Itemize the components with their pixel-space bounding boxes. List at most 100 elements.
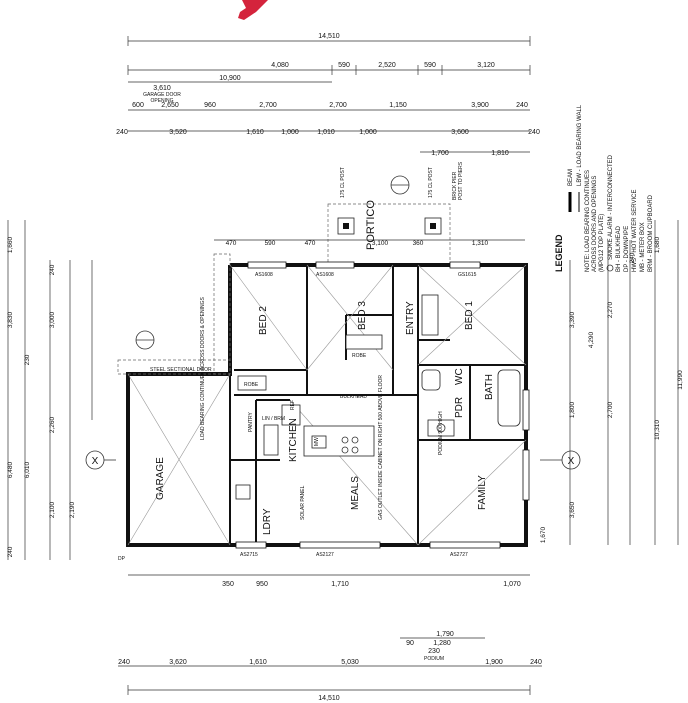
room-bath: BATH	[484, 374, 495, 400]
portico-label: PORTICO	[365, 200, 377, 250]
dim-podium-4: 230	[428, 648, 440, 655]
note-ref: REF	[290, 400, 296, 410]
dim-port-4: 360	[413, 240, 424, 247]
pdr-vanity	[427, 419, 455, 437]
dim-left-outer-0: 1,660	[7, 236, 14, 253]
dim-port-5: 1,310	[472, 240, 489, 247]
note-dp: DP	[118, 556, 126, 562]
room-meals: MEALS	[350, 476, 361, 510]
note-podium: PODIUM 900 HIGH	[438, 411, 444, 455]
left-dimensions: 6,480 1,660 3,830 6,010 240 240 3,000 23…	[7, 220, 93, 560]
section-markers: X X	[85, 330, 581, 470]
dim-bot-small-1: 950	[256, 581, 268, 588]
plan-notes: LOAD BEARING CONTINUES ACROSS DOORS & OP…	[118, 272, 477, 562]
door-tag-6: AS2715	[240, 552, 258, 558]
note-mw: MW	[314, 437, 320, 446]
dim-bot-3: 1,610	[249, 659, 267, 666]
bed2-robe	[237, 375, 267, 391]
dim-r4-5: 1,000	[281, 129, 299, 136]
legend-item-0: BEAM	[568, 169, 574, 186]
legend-item-2: NOTE: LOAD BEARING CONTINUES	[585, 170, 591, 272]
door-tag-0: AS2727	[450, 552, 468, 558]
dim-r4-0: 240	[116, 129, 128, 136]
dim-r4-7: 1,010	[317, 129, 335, 136]
section-x-left: X	[92, 456, 99, 467]
dim-r5-0: 1,700	[431, 150, 449, 157]
dim-r3-3: 2,700	[259, 102, 277, 109]
dim-bottom-total: 14,510	[318, 695, 340, 702]
fixtures	[235, 294, 521, 500]
dim-r3-0: 600	[132, 102, 144, 109]
sectional-door-header	[117, 359, 231, 375]
dim-r3-1: 2,650	[161, 102, 179, 109]
legend: LEGEND BEAM LBW - LOAD BEARING WALL NOTE…	[554, 104, 654, 272]
legend-item-1: LBW - LOAD BEARING WALL	[577, 104, 583, 186]
garage-door-label: GARAGE DOOR	[143, 92, 181, 98]
dim-podium-2: 1,280	[433, 640, 451, 647]
dim-top-row2-total: 10,900	[219, 75, 241, 82]
dim-r3-9: 3,900	[471, 102, 489, 109]
bath-tub	[497, 369, 521, 427]
dim-port-3: 3,100	[372, 240, 389, 247]
portico-post-note-4: POST TO PIERS	[458, 161, 464, 200]
dim-right-inner-5: 2,700	[607, 401, 614, 418]
dim-right-inner-7: 3,650	[569, 501, 576, 518]
note-robe-small: ROBE	[352, 353, 367, 359]
room-labels: BED 2 BED 3 ENTRY BED 1 KITCHEN GARAGE M…	[155, 301, 495, 535]
garage-door-dim: 3,610	[153, 85, 171, 92]
legend-item-7: DP - DOWNPIPE	[624, 226, 630, 272]
legend-item-4: (MPG12 TOP PLATE)	[599, 214, 605, 272]
room-kitchen: KITCHEN	[288, 418, 299, 462]
legend-item-5: SMOKE ALARM - INTERCONNECTED	[608, 154, 614, 260]
dim-bot-small-2: 1,710	[331, 581, 349, 588]
bed3-robe	[345, 334, 383, 350]
dim-r5-2: 1,810	[491, 150, 509, 157]
dim-r4-1: 3,520	[169, 129, 187, 136]
dim-podium-1: 90	[406, 640, 414, 647]
portico-area: PORTICO 175 CL POST 175 CL POST BRICK PI…	[327, 161, 464, 267]
dim-bot-8: 240	[530, 659, 542, 666]
fridge-space	[281, 404, 301, 426]
dim-r3-2: 960	[204, 102, 216, 109]
dim-r4-3: 1,610	[246, 129, 264, 136]
dim-podium-label: PODIUM	[424, 656, 444, 662]
door-tag-3: AS1608	[316, 272, 334, 278]
dim-top-row2-a: 4,080	[271, 62, 289, 69]
dim-right-inner-4: 4,290	[588, 331, 595, 348]
dim-right-inner-6: 1,800	[569, 401, 576, 418]
dim-port-2: 470	[305, 240, 316, 247]
legend-item-10: BRM - BROOM CUPBOARD	[648, 194, 654, 272]
legend-item-8: HWS - HOT WATER SERVICE	[632, 190, 638, 272]
wc-toilet	[421, 369, 441, 391]
dim-top-row2-c: 2,520	[378, 62, 396, 69]
right-dimensions: 11,990 1,680 10,310 240 2,270 3,390 4,29…	[540, 220, 684, 545]
dim-r4-11: 240	[528, 129, 540, 136]
dim-right-mid-7: 1,670	[540, 526, 547, 543]
door-tag-1: AS2127	[316, 552, 334, 558]
portico-dimensions: 470 590 470 3,100 360 1,310	[214, 239, 525, 247]
dim-right-inner-3: 3,390	[569, 311, 576, 328]
dim-left-inner-1: 3,000	[49, 311, 56, 328]
portico-post-note-1: 175 CL POST	[340, 167, 346, 198]
dim-left-inner-7: 2,190	[69, 501, 76, 518]
dim-bot-7: 1,900	[485, 659, 503, 666]
linen-cupboard	[263, 424, 279, 456]
note-gas-outlet: GAS OUTLET INSIDE CABINET ON RIGHT 500 A…	[378, 375, 384, 520]
note-sectional-door: STEEL SECTIONAL DOOR	[150, 367, 212, 373]
room-bed3: BED 3	[357, 301, 368, 330]
laundry-tub	[235, 484, 251, 500]
dim-port-1: 590	[265, 240, 276, 247]
dim-left-outer-2: 6,010	[24, 461, 31, 478]
legend-item-6: BH - BULKHEAD	[616, 225, 622, 272]
dim-bot-small-0: 350	[222, 581, 234, 588]
room-entry: ENTRY	[405, 301, 416, 335]
dim-right-inner-0: 240	[629, 252, 636, 263]
room-family: FAMILY	[477, 475, 488, 510]
room-pdr: PDR	[454, 397, 465, 418]
top-windows	[235, 261, 530, 549]
dim-r3-5: 2,700	[329, 102, 347, 109]
dim-left-inner-2: 230	[24, 354, 31, 365]
dim-right-outer-0: 1,680	[654, 236, 661, 253]
dim-r4-9: 1,000	[359, 129, 377, 136]
dim-right-inner-2: 2,270	[607, 301, 614, 318]
